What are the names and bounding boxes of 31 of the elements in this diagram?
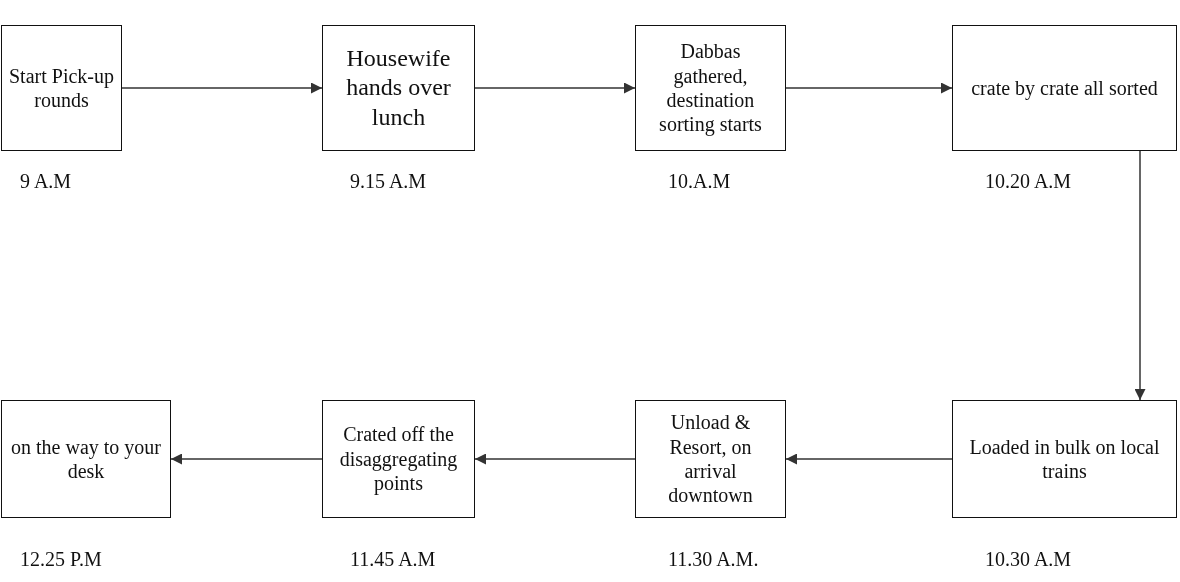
time-label: 9 A.M [20, 170, 72, 193]
box-text: Start Pick-up rounds [8, 63, 115, 113]
time-label: 9.15 A.M [350, 170, 427, 193]
arrow [785, 82, 953, 94]
process-box [1, 400, 171, 518]
box-text: Crated off the disaggregating points [338, 422, 459, 496]
process-box [322, 25, 475, 151]
time-label: 10.20 A.M [985, 170, 1072, 193]
time-label: 12.25 P.M [20, 548, 102, 571]
box-text: Loaded in bulk on local trains [968, 434, 1161, 484]
time-label: 11.45 A.M [350, 548, 436, 571]
arrow [170, 453, 323, 465]
time-label: 10.A.M [668, 170, 731, 193]
process-box [635, 25, 786, 151]
time-label: 11.30 A.M. [668, 548, 759, 571]
box-text: Unload & Resort, on arrival downtown [667, 410, 754, 508]
box-text: Housewife hands over lunch [345, 44, 452, 132]
arrow [474, 82, 636, 94]
arrow [121, 82, 323, 94]
box-text: crate by crate all sorted [971, 75, 1158, 101]
process-box [322, 400, 475, 518]
time-label: 10.30 A.M [985, 548, 1072, 571]
process-box [635, 400, 786, 518]
box-text: Dabbas gathered, destination sorting starts [658, 39, 763, 137]
box-text: on the way to your desk [10, 434, 162, 484]
arrow [1134, 150, 1146, 401]
arrow [785, 453, 953, 465]
process-box [952, 400, 1177, 518]
process-box [952, 25, 1177, 151]
process-box [1, 25, 122, 151]
arrow [474, 453, 636, 465]
